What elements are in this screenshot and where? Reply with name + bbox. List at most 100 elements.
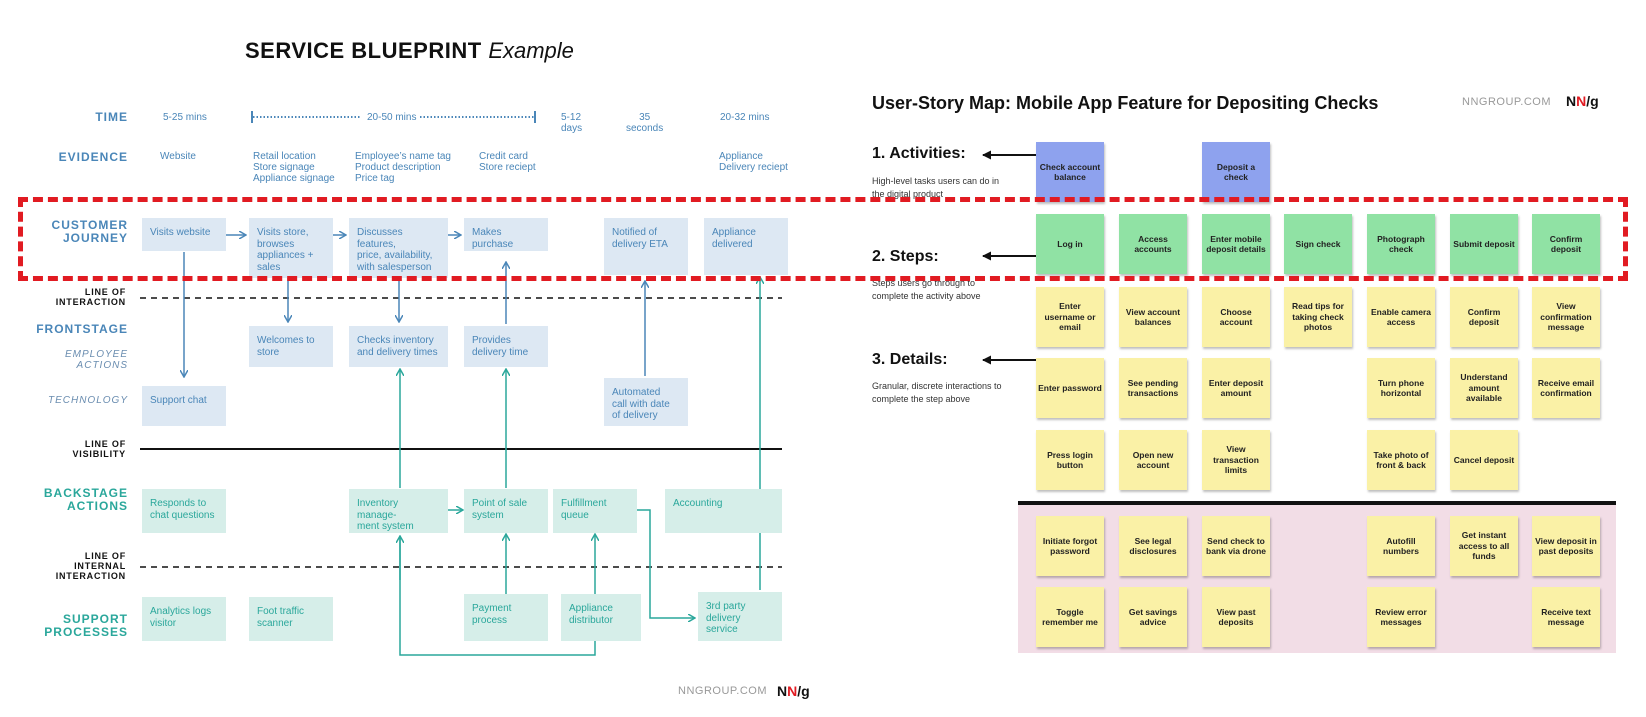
logo-letter-1: N bbox=[777, 683, 788, 699]
blueprint-title: SERVICE BLUEPRINT Example bbox=[245, 38, 574, 64]
backstage-point-of-sale: Point of sale system bbox=[464, 489, 548, 533]
detail-note: Read tips for taking check photos bbox=[1284, 287, 1352, 347]
detail-note: Enable camera access bbox=[1367, 287, 1435, 347]
backstage-fulfillment-queue: Fulfillment queue bbox=[553, 489, 637, 533]
logo-letter-1: N bbox=[1566, 93, 1577, 109]
detail-note: Open new account bbox=[1119, 430, 1187, 490]
employee-welcomes: Welcomes to store bbox=[249, 326, 333, 367]
activity-note: Check account balance bbox=[1036, 142, 1104, 202]
release-separator bbox=[1018, 501, 1616, 505]
section-steps-desc: Steps users go through to complete the a… bbox=[872, 278, 981, 301]
later-note: Receive text message bbox=[1532, 587, 1600, 647]
later-note: Review error messages bbox=[1367, 587, 1435, 647]
support-analytics-logs: Analytics logs visitor bbox=[142, 597, 226, 641]
logo-letter-2: N bbox=[787, 683, 798, 699]
backstage-accounting: Accounting bbox=[665, 489, 782, 533]
customer-journey-steps-highlight bbox=[18, 197, 1628, 281]
detail-note: Confirm deposit bbox=[1450, 287, 1518, 347]
later-note: See legal disclosures bbox=[1119, 516, 1187, 576]
tech-support-chat: Support chat bbox=[142, 386, 226, 426]
step-note: Submit deposit bbox=[1450, 214, 1518, 274]
section-steps-title: 2. Steps: bbox=[872, 248, 939, 265]
tech-automated-call: Automated call with date of delivery bbox=[604, 378, 688, 426]
employee-provides-delivery: Provides delivery time bbox=[464, 326, 548, 367]
row-label-employee-actions: EMPLOYEE ACTIONS bbox=[64, 349, 128, 371]
support-appliance-distributor: Appliance distributor bbox=[561, 594, 641, 641]
row-label-technology: TECHNOLOGY bbox=[47, 395, 128, 406]
time-automated-call: 35 seconds bbox=[626, 112, 664, 134]
detail-note: Understand amount available bbox=[1450, 358, 1518, 418]
detail-note: Cancel deposit bbox=[1450, 430, 1518, 490]
evidence-payment: Credit card Store reciept bbox=[479, 151, 536, 173]
step-note: Log in bbox=[1036, 214, 1104, 274]
time-delivery-eta: 5-12 days bbox=[561, 112, 583, 134]
line-label-interaction: LINE OF INTERACTION bbox=[55, 287, 126, 307]
blueprint-footer-site: NNGROUP.COM bbox=[678, 685, 768, 697]
row-label-evidence: EVIDENCE bbox=[58, 150, 128, 164]
detail-note: View account balances bbox=[1119, 287, 1187, 347]
line-label-internal-interaction: LINE OF INTERNAL INTERACTION bbox=[55, 551, 126, 581]
time-delivered: 20-32 mins bbox=[720, 112, 770, 123]
evidence-website: Website bbox=[160, 151, 196, 162]
detail-note: Enter password bbox=[1036, 358, 1104, 418]
section-details-desc: Granular, discrete interactions to compl… bbox=[872, 381, 1002, 404]
blueprint-title-suffix: Example bbox=[488, 38, 574, 63]
storymap-header-site: NNGROUP.COM bbox=[1462, 96, 1552, 108]
journey-discusses-features: Discusses features, price, availability,… bbox=[349, 218, 448, 278]
journey-notified-eta: Notified of delivery ETA bbox=[604, 218, 688, 275]
blueprint-title-main: SERVICE BLUEPRINT bbox=[245, 38, 482, 63]
later-note: Initiate forgot password bbox=[1036, 516, 1104, 576]
logo-letter-2: N bbox=[1576, 93, 1587, 109]
evidence-retail: Retail location Store signage Appliance … bbox=[253, 151, 335, 184]
step-note: Enter mobile deposit details bbox=[1202, 214, 1270, 274]
later-note: Toggle remember me bbox=[1036, 587, 1104, 647]
logo-suffix: /g bbox=[1586, 93, 1599, 109]
section-details-title: 3. Details: bbox=[872, 351, 948, 368]
support-third-party-delivery: 3rd party delivery service bbox=[698, 592, 782, 641]
backstage-inventory-system: Inventory manage- ment system bbox=[349, 489, 448, 533]
later-note: Get savings advice bbox=[1119, 587, 1187, 647]
line-label-visibility: LINE OF VISIBILITY bbox=[72, 439, 126, 459]
detail-note: Enter deposit amount bbox=[1202, 358, 1270, 418]
time-website: 5-25 mins bbox=[163, 112, 207, 123]
journey-visits-website: Visits website bbox=[142, 218, 226, 251]
detail-note: Choose account bbox=[1202, 287, 1270, 347]
employee-checks-inventory: Checks inventory and delivery times bbox=[349, 326, 448, 367]
evidence-employee: Employee’s name tag Product description … bbox=[355, 151, 451, 184]
later-note: View past deposits bbox=[1202, 587, 1270, 647]
row-label-frontstage: FRONTSTAGE bbox=[36, 322, 128, 336]
detail-note: See pending transactions bbox=[1119, 358, 1187, 418]
section-activities-desc: High-level tasks users can do in the dig… bbox=[872, 176, 1000, 199]
backstage-responds-chat: Responds to chat questions bbox=[142, 489, 226, 533]
row-label-customer-journey: CUSTOMER JOURNEY bbox=[51, 218, 128, 245]
detail-note: Enter username or email bbox=[1036, 287, 1104, 347]
step-note: Confirm deposit bbox=[1532, 214, 1600, 274]
row-label-time: TIME bbox=[95, 110, 128, 124]
section-activities-title: 1. Activities: bbox=[872, 145, 966, 162]
journey-appliance-delivered: Appliance delivered bbox=[704, 218, 788, 275]
activity-note: Deposit a check bbox=[1202, 142, 1270, 202]
storymap-header-logo: NN/g bbox=[1566, 93, 1599, 109]
support-payment-process: Payment process bbox=[464, 594, 548, 641]
support-foot-traffic: Foot traffic scanner bbox=[249, 597, 333, 641]
later-note: Get instant access to all funds bbox=[1450, 516, 1518, 576]
detail-note: Turn phone horizontal bbox=[1367, 358, 1435, 418]
detail-note: View transaction limits bbox=[1202, 430, 1270, 490]
step-note: Photograph check bbox=[1367, 214, 1435, 274]
journey-makes-purchase: Makes purchase bbox=[464, 218, 548, 251]
row-label-backstage-actions: BACKSTAGE ACTIONS bbox=[43, 486, 128, 513]
step-note: Access accounts bbox=[1119, 214, 1187, 274]
journey-visits-store: Visits store, browses appliances + sales bbox=[249, 218, 333, 278]
logo-suffix: /g bbox=[797, 683, 810, 699]
later-note: Autofill numbers bbox=[1367, 516, 1435, 576]
step-note: Sign check bbox=[1284, 214, 1352, 274]
blueprint-footer-logo: NN/g bbox=[777, 683, 810, 699]
detail-note: View confirmation message bbox=[1532, 287, 1600, 347]
later-note: View deposit in past deposits bbox=[1532, 516, 1600, 576]
time-store: 20-50 mins bbox=[367, 112, 417, 123]
evidence-delivery: Appliance Delivery reciept bbox=[719, 151, 788, 173]
detail-note: Receive email confirmation bbox=[1532, 358, 1600, 418]
detail-note: Take photo of front & back bbox=[1367, 430, 1435, 490]
